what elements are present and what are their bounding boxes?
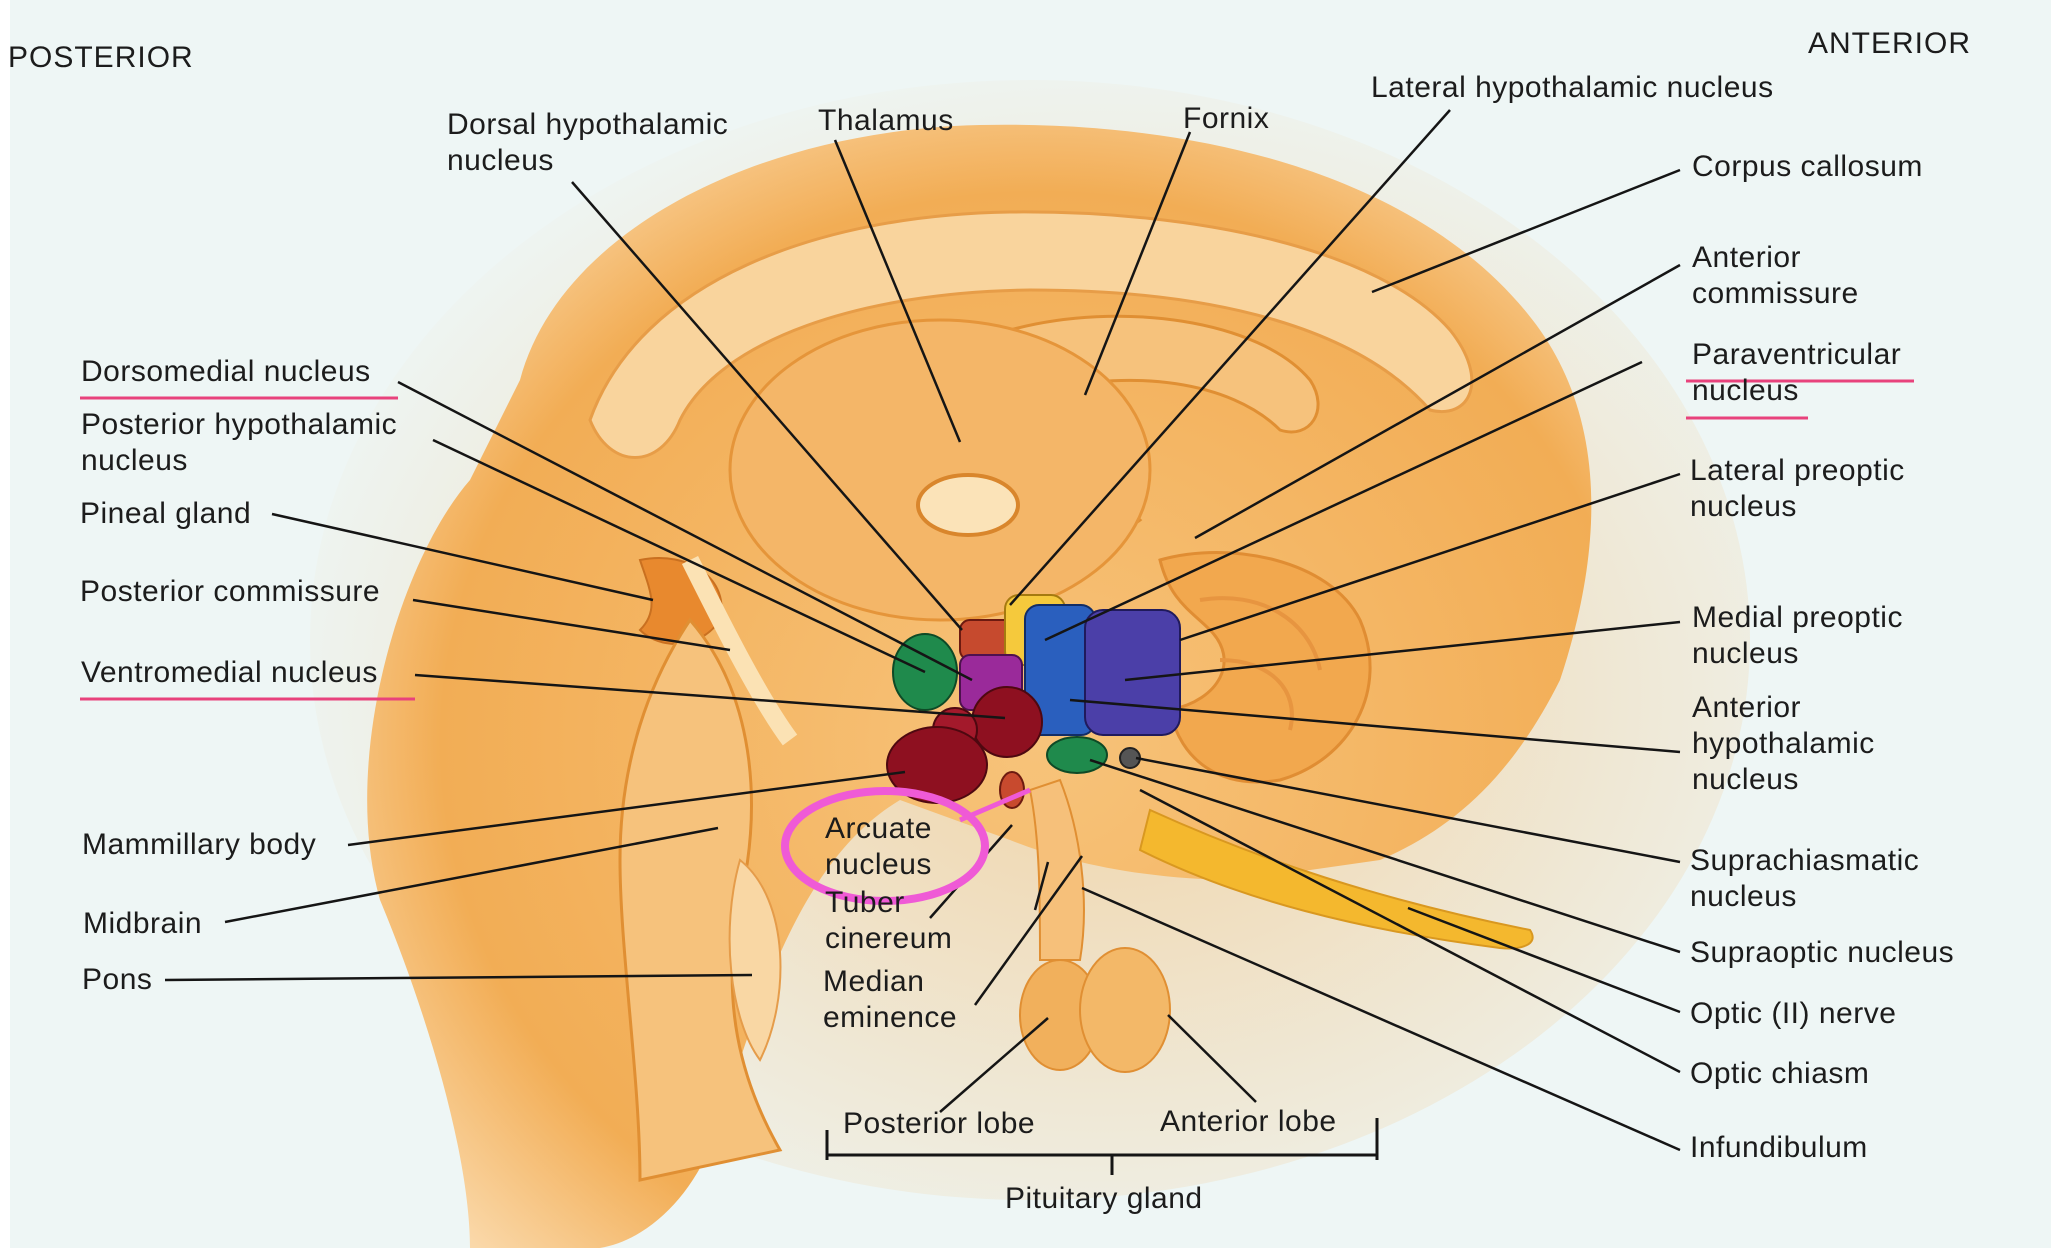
- interthalamic-adhesion: [918, 475, 1018, 535]
- label-posterior-lobe: Posterior lobe: [843, 1106, 1035, 1142]
- label-ventromedial-nucleus: Ventromedial nucleus: [81, 655, 378, 691]
- anterior-label: ANTERIOR: [1808, 26, 1971, 62]
- label-pons: Pons: [82, 962, 152, 998]
- label-corpus-callosum: Corpus callosum: [1692, 149, 1923, 185]
- label-arcuate-nucleus: Arcuate nucleus: [825, 811, 932, 883]
- label-paraventricular-nucleus: Paraventricular nucleus: [1692, 337, 1901, 409]
- thalamus-shape: [730, 320, 1150, 620]
- label-mammillary-body: Mammillary body: [82, 827, 316, 863]
- anterior-lobe-shape: [1080, 948, 1170, 1072]
- label-median-eminence: Median eminence: [823, 964, 957, 1036]
- label-suprachiasmatic-nucleus: Suprachiasmatic nucleus: [1690, 843, 1919, 915]
- label-optic-nerve: Optic (II) nerve: [1690, 996, 1896, 1032]
- label-thalamus: Thalamus: [818, 103, 954, 139]
- label-supraoptic-nucleus: Supraoptic nucleus: [1690, 935, 1954, 971]
- label-lateral-hypothalamic-nucleus: Lateral hypothalamic nucleus: [1371, 70, 1774, 106]
- label-pituitary-gland: Pituitary gland: [1005, 1181, 1203, 1217]
- label-fornix: Fornix: [1183, 101, 1269, 137]
- label-optic-chiasm: Optic chiasm: [1690, 1056, 1869, 1092]
- label-infundibulum: Infundibulum: [1690, 1130, 1868, 1166]
- medial-preoptic-nucleus-shape: [1085, 610, 1180, 735]
- label-anterior-lobe: Anterior lobe: [1160, 1104, 1337, 1140]
- label-medial-preoptic-nucleus: Medial preoptic nucleus: [1692, 600, 1903, 672]
- label-tuber-cinereum: Tuber cinereum: [825, 885, 952, 957]
- label-anterior-commissure: Anterior commissure: [1692, 240, 1859, 312]
- supraoptic-nucleus-shape: [1047, 737, 1107, 773]
- label-anterior-hypothalamic-nucleus: Anterior hypothalamic nucleus: [1692, 690, 1875, 798]
- left-margin-strip: [0, 0, 10, 1248]
- label-posterior-commissure: Posterior commissure: [80, 574, 380, 610]
- ventromedial-nucleus-shape: [972, 687, 1042, 757]
- label-dorsal-hypothalamic-nucleus: Dorsal hypothalamic nucleus: [447, 107, 728, 179]
- label-posterior-hypothalamic-nucleus: Posterior hypothalamic nucleus: [81, 407, 397, 479]
- label-midbrain: Midbrain: [83, 906, 202, 942]
- posterior-label: POSTERIOR: [8, 40, 194, 76]
- label-dorsomedial-nucleus: Dorsomedial nucleus: [81, 354, 371, 390]
- label-lateral-preoptic-nucleus: Lateral preoptic nucleus: [1690, 453, 1905, 525]
- label-pineal-gland: Pineal gland: [80, 496, 251, 532]
